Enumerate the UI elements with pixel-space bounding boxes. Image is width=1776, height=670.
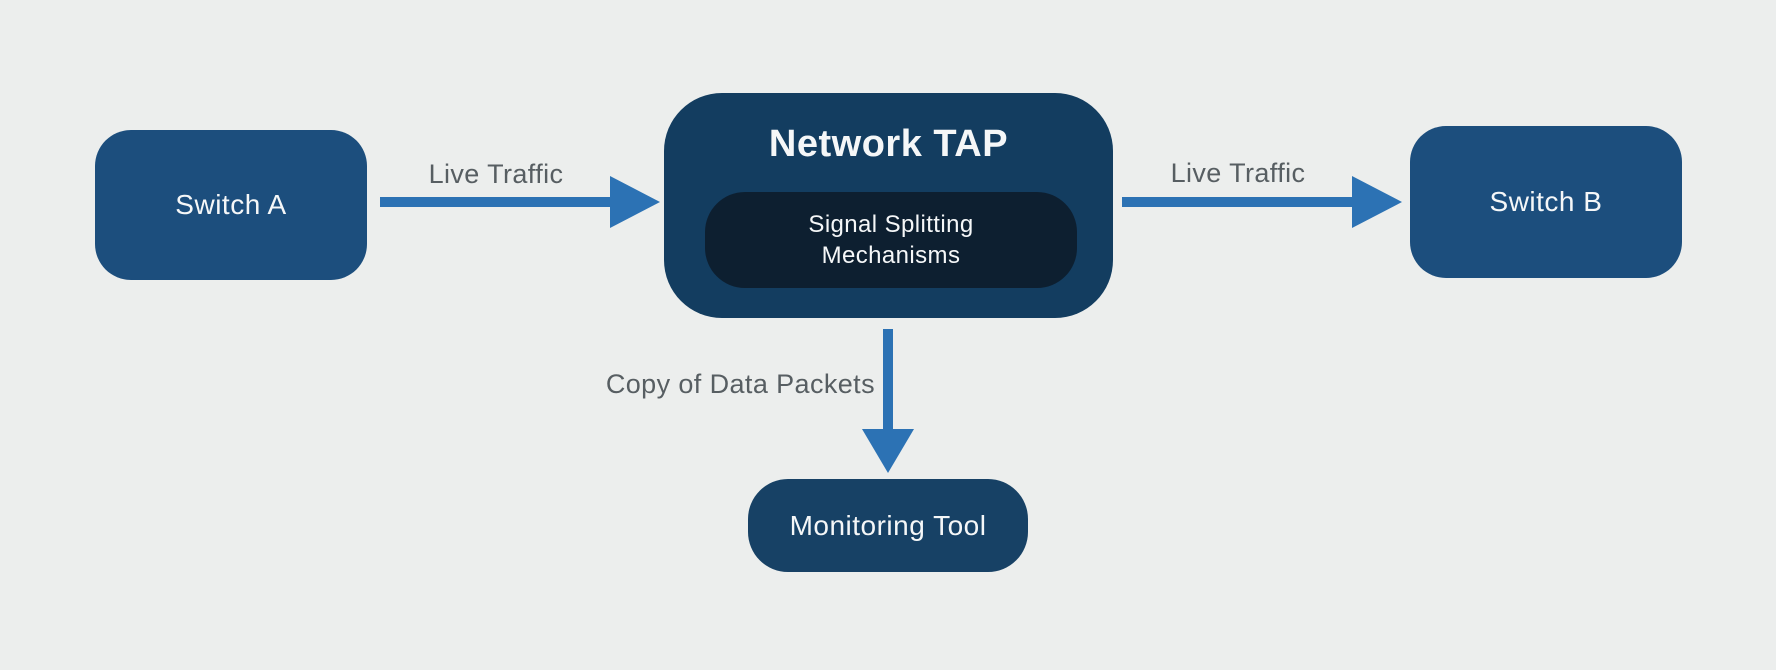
- arrowhead-right-icon: [1352, 176, 1402, 228]
- node-switch-a: Switch A: [95, 130, 367, 280]
- switch-b-label: Switch B: [1489, 186, 1603, 217]
- edge-label-copy-of-data-packets: Copy of Data Packets: [605, 369, 875, 399]
- arrow-shaft: [883, 329, 893, 429]
- node-switch-b: Switch B: [1410, 126, 1682, 278]
- node-monitoring-tool: Monitoring Tool: [748, 479, 1028, 572]
- arrowhead-down-icon: [862, 429, 914, 473]
- signal-splitting-box: Signal Splitting Mechanisms: [705, 192, 1077, 288]
- arrowhead-right-icon: [610, 176, 660, 228]
- edge-label-live-traffic-left: Live Traffic: [428, 159, 564, 189]
- arrow-shaft: [1122, 197, 1352, 207]
- network-tap-title: Network TAP: [768, 123, 1009, 165]
- edge-label-live-traffic-right: Live Traffic: [1170, 158, 1306, 188]
- switch-a-label: Switch A: [175, 189, 287, 220]
- signal-splitting-line-2: Mechanisms: [821, 242, 961, 269]
- monitoring-tool-label: Monitoring Tool: [789, 509, 987, 541]
- signal-splitting-line-1: Signal Splitting: [808, 211, 974, 238]
- arrow-shaft: [380, 197, 610, 207]
- node-network-tap: Network TAP Signal Splitting Mechanisms: [664, 93, 1113, 318]
